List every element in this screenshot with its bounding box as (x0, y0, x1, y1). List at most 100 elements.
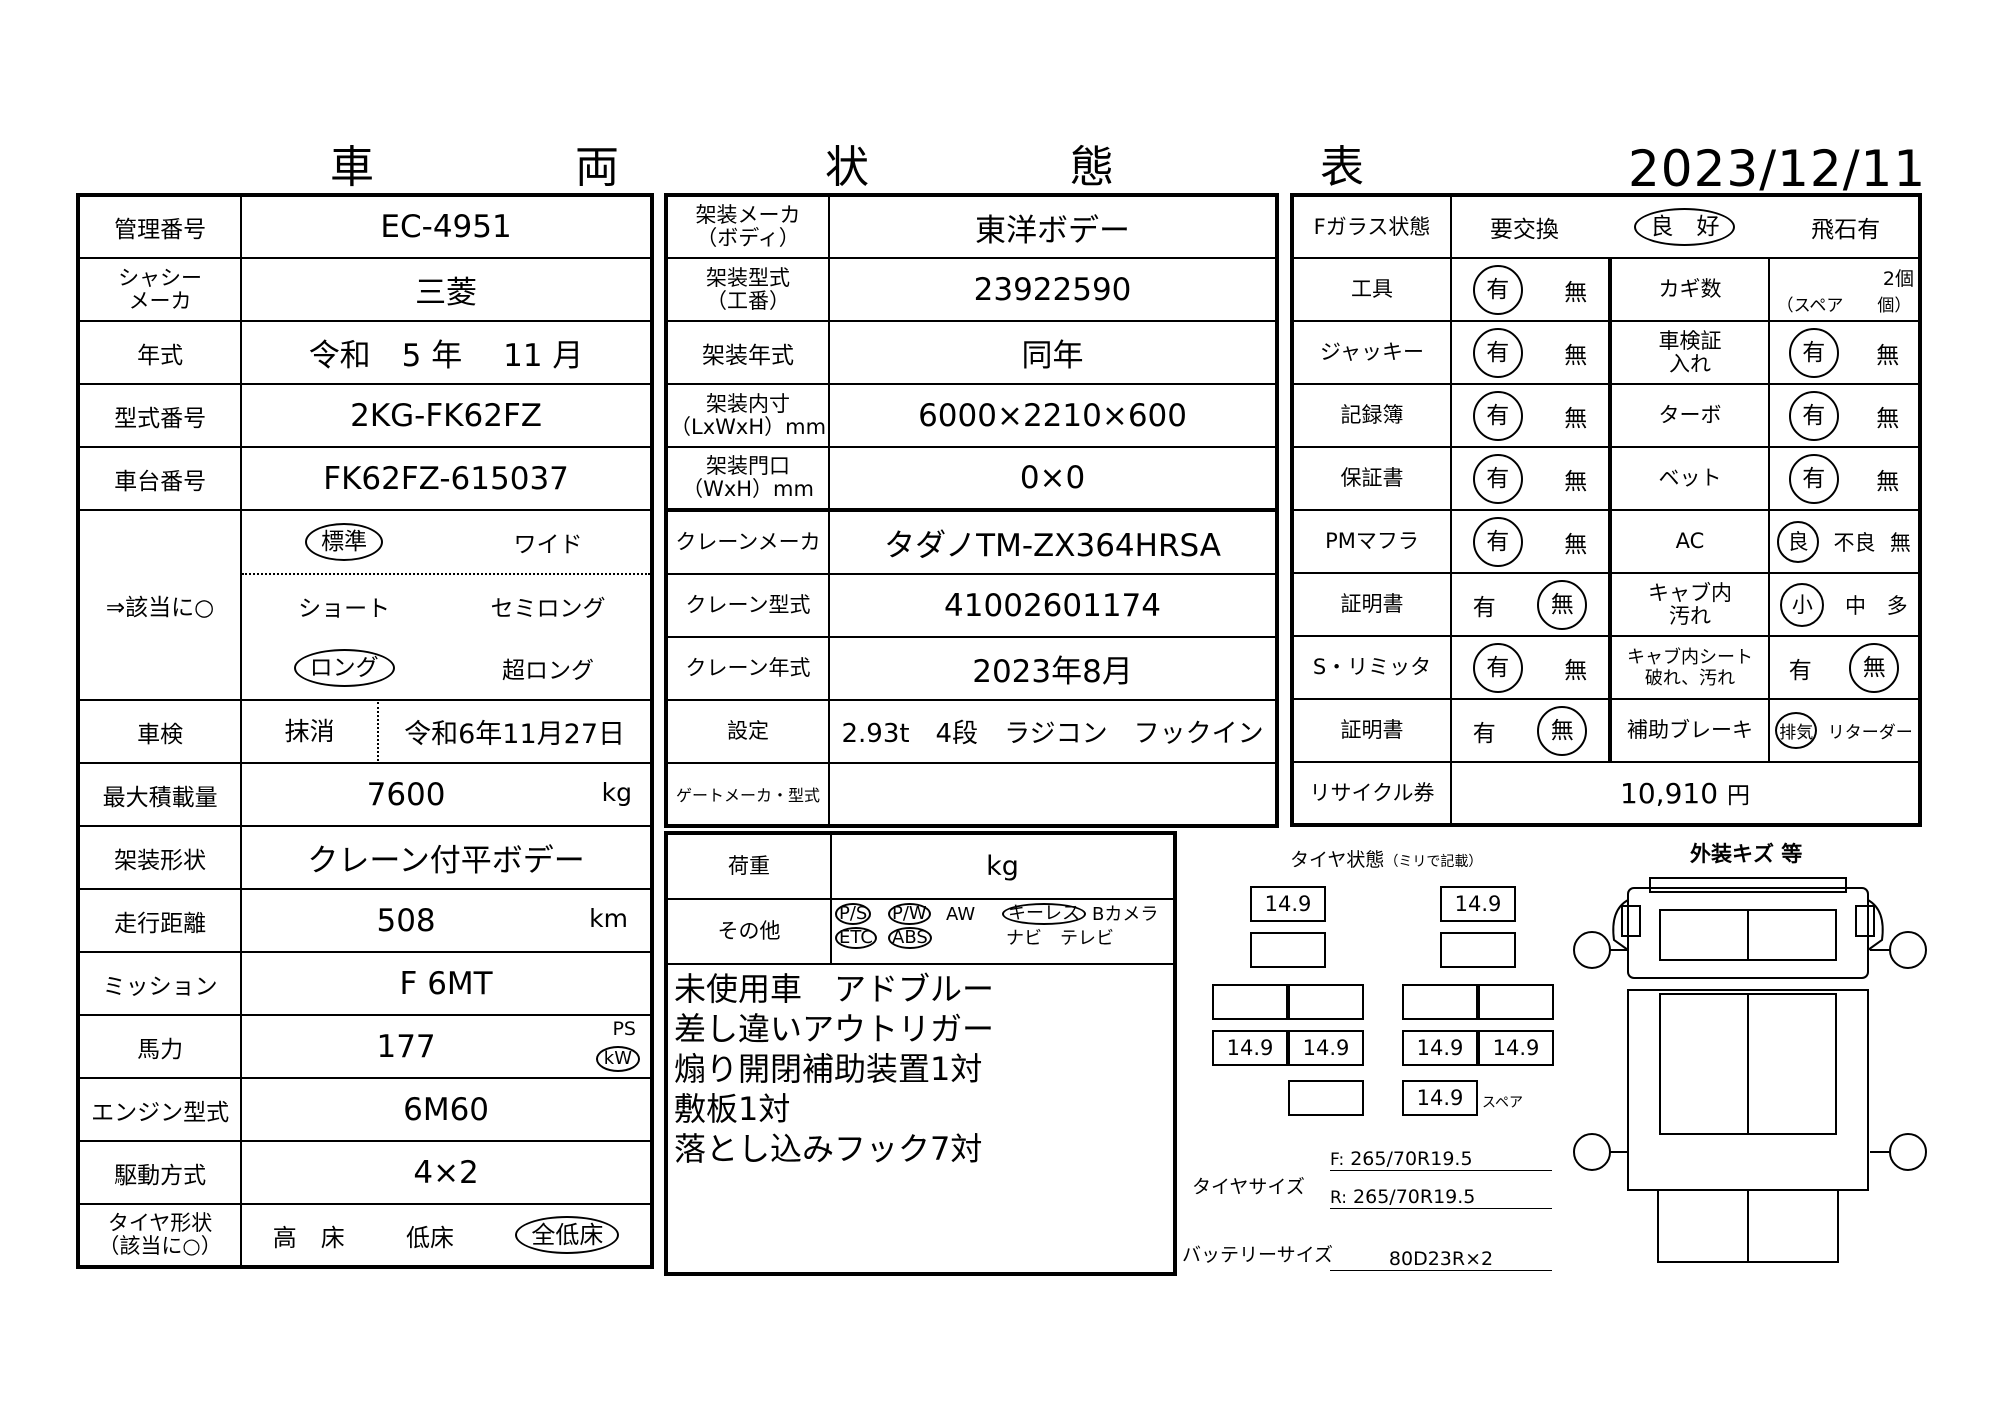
option: テレビ (1060, 928, 1114, 949)
glass-status: 要交換 良 好 飛石有 (1450, 194, 1921, 259)
option: ショート (298, 596, 391, 622)
label: 保証書 (1291, 446, 1452, 511)
label: 管理番号 (76, 194, 243, 259)
report-date: 2023/12/11 (1628, 140, 1927, 198)
tire-box-empty (1440, 932, 1516, 968)
crane-model: 41002601174 (828, 573, 1278, 638)
notes: 未使用車 アドブルー 差し違いアウトリガー 煽り開閉補助装置1対 敷板1対 落と… (668, 965, 1173, 1173)
title-char: 状 (825, 142, 869, 193)
warranty: 有無 (1450, 446, 1611, 511)
label: 年式 (76, 320, 243, 385)
label: 補助ブレーキ (1608, 698, 1770, 763)
option-circled: 全低床 (515, 1216, 620, 1254)
chassis-number: FK62FZ-615037 (240, 446, 653, 511)
option: 低床 (406, 1223, 455, 1252)
mission: F 6MT (240, 951, 653, 1016)
certificate-2: 有無 (1450, 698, 1611, 763)
tire-size-label: タイヤサイズ (1192, 1176, 1305, 1198)
drive-type: 4×2 (240, 1140, 653, 1205)
label: シャシーメーカ (76, 257, 243, 322)
option: セミロング (490, 596, 606, 622)
label: 走行距離 (76, 888, 243, 953)
label: 架装メーカ（ボディ） (664, 194, 831, 259)
tire-box-empty (1478, 984, 1554, 1020)
option-circled: ABS (888, 927, 932, 949)
crane-maker: タダノTM-ZX364HRSA (828, 509, 1278, 575)
turbo: 有無 (1768, 383, 1921, 448)
label: Fガラス状態 (1291, 194, 1452, 259)
label: リサイクル券 (1291, 761, 1452, 826)
horsepower: 177 PS kW (240, 1014, 653, 1079)
label: 駆動方式 (76, 1140, 243, 1205)
label: クレーンメーカ (664, 509, 831, 575)
option-circled: ETC (835, 927, 877, 949)
option-circled: ロング (293, 649, 395, 687)
title-char: 表 (1320, 142, 1364, 193)
label: S・リミッタ (1291, 635, 1452, 700)
other-block: 荷重 kg その他 P/S P/W AW キーレス Bカメラ ETC ABS ナ… (664, 831, 1177, 1276)
crane-setting: 2.93t 4段 ラジコン フックイン (828, 699, 1278, 764)
label: ゲートメーカ・型式 (664, 762, 831, 827)
label: AC (1608, 509, 1770, 574)
option-circled: 標準 (305, 523, 384, 561)
label: カギ数 (1608, 257, 1770, 322)
cab-dirt: 小中多 (1768, 572, 1921, 637)
label: 架装内寸（LxWxH）mm (664, 383, 831, 448)
truck-diagram (1573, 877, 1927, 1263)
other-options: P/S P/W AW キーレス Bカメラ ETC ABS ナビ テレビ (832, 900, 1173, 963)
label: 型式番号 (76, 383, 243, 448)
body-dimensions: 6000×2210×600 (828, 383, 1278, 448)
battery-label: バッテリーサイズ (1182, 1244, 1334, 1266)
option-circled: P/W (888, 903, 931, 925)
tire-rear-right-outer: 14.9 (1478, 1030, 1554, 1066)
tire-box-empty (1288, 984, 1364, 1020)
note-line: 煽り開閉補助装置1対 (674, 1050, 983, 1088)
tire-box-empty (1288, 1080, 1364, 1116)
label: ⇒該当に○ (76, 509, 243, 701)
tire-rear-left-outer: 14.9 (1212, 1030, 1288, 1066)
inspection-status: 抹消 (243, 702, 380, 761)
label: 馬力 (76, 1014, 243, 1079)
tire-size-rear: R:265/70R19.5 (1330, 1186, 1552, 1209)
certificate-1: 有無 (1450, 572, 1611, 637)
key-count: 2個（スペア 個） (1768, 257, 1921, 322)
label: 架装型式（工番） (664, 257, 831, 322)
gate-model (828, 762, 1278, 827)
body-shape: クレーン付平ボデー (240, 825, 653, 890)
pm-muffler: 有無 (1450, 509, 1611, 574)
body-year: 同年 (828, 320, 1278, 385)
label: 最大積載量 (76, 762, 243, 827)
load-unit: kg (986, 851, 1019, 882)
cab-seat: 有無 (1768, 635, 1921, 700)
title-char: 両 (575, 142, 619, 193)
option: 要交換 (1489, 217, 1559, 243)
label: タイヤ形状（該当に○） (76, 1203, 243, 1268)
mgmt-number: EC-4951 (240, 194, 653, 259)
jack: 有無 (1450, 320, 1611, 385)
tire-size-front: F:265/70R19.5 (1330, 1148, 1552, 1171)
label: ターボ (1608, 383, 1770, 448)
note-line: 敷板1対 (674, 1090, 791, 1128)
option: ナビ (1006, 928, 1042, 949)
body-opening: 0×0 (828, 446, 1278, 511)
aux-brake: 排気リターダー (1768, 698, 1921, 763)
record-book: 有無 (1450, 383, 1611, 448)
label: 荷重 (668, 835, 832, 898)
title-char: 車 (330, 142, 374, 193)
label: クレーン年式 (664, 636, 831, 701)
option: ワイド (513, 532, 583, 558)
body-table: 架装メーカ（ボディ）東洋ボデー 架装型式（工番）23922590 架装年式同年 … (664, 193, 1279, 512)
chassis-maker: 三菱 (240, 257, 653, 322)
tools: 有無 (1450, 257, 1611, 322)
tire-rear-right-inner: 14.9 (1402, 1030, 1478, 1066)
recycle-fee: 10,910 円 (1450, 761, 1921, 826)
label: キャブ内汚れ (1608, 572, 1770, 637)
option: 超ロング (502, 658, 595, 684)
label: キャブ内シート破れ、汚れ (1608, 635, 1770, 700)
note-line: 未使用車 アドブルー (674, 970, 995, 1008)
label: 記録簿 (1291, 383, 1452, 448)
label: 車台番号 (76, 446, 243, 511)
